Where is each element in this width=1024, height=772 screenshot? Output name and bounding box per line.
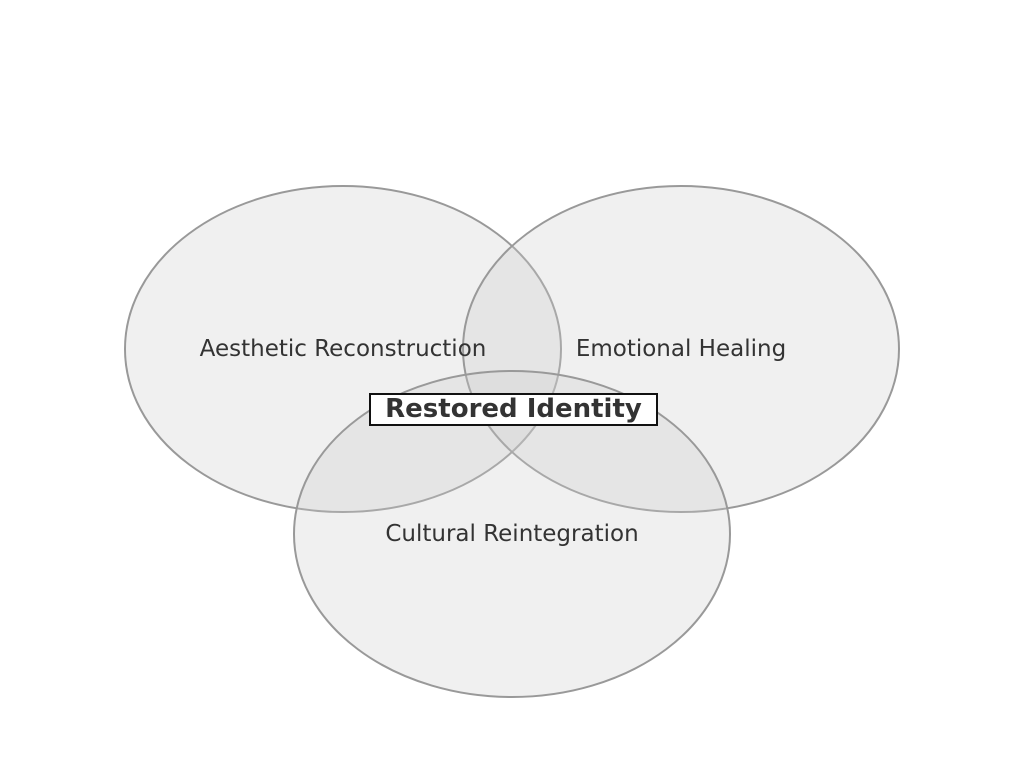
set-circle-aesthetic bbox=[124, 185, 562, 513]
set-label-aesthetic: Aesthetic Reconstruction bbox=[200, 336, 487, 362]
set-circle-emotional bbox=[462, 185, 900, 513]
set-label-cultural: Cultural Reintegration bbox=[385, 521, 638, 547]
set-label-emotional: Emotional Healing bbox=[576, 336, 786, 362]
set-circle-cultural bbox=[293, 370, 731, 698]
intersection-label: Restored Identity bbox=[369, 393, 658, 426]
